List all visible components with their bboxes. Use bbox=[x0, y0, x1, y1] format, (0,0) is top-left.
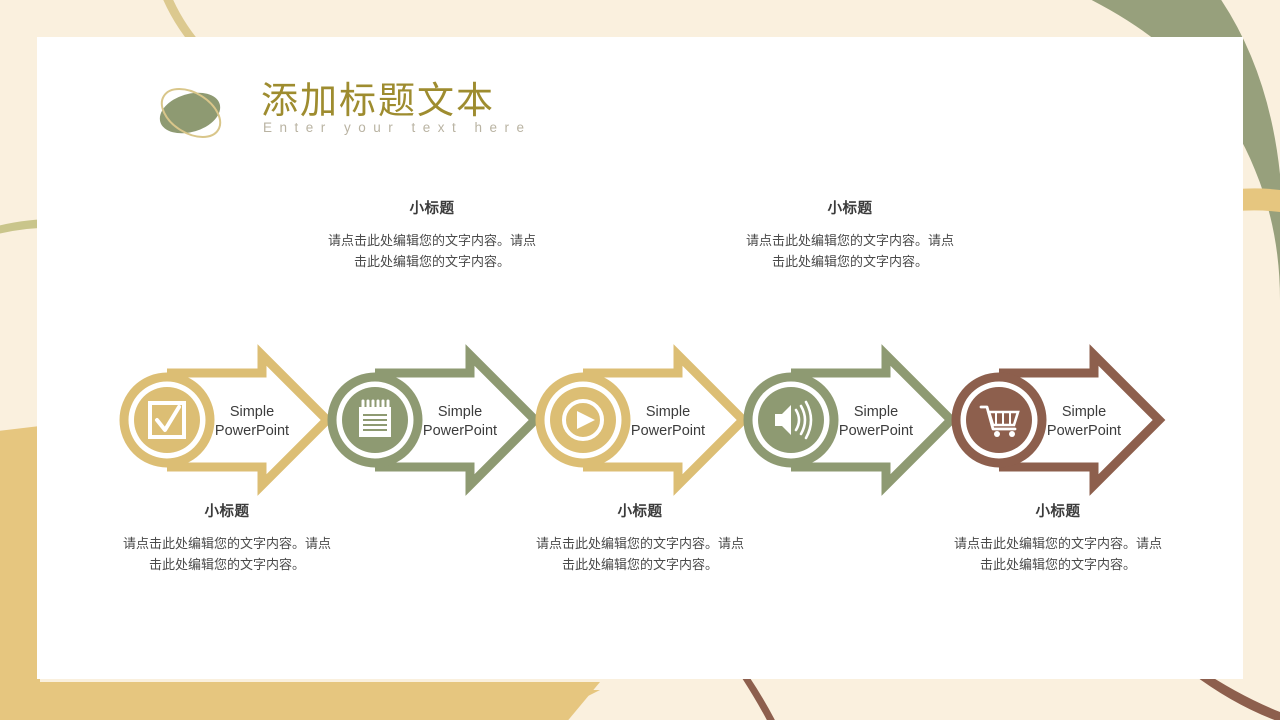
caption-body: 请点击此处编辑您的文字内容。请点击此处编辑您的文字内容。 bbox=[122, 536, 331, 573]
caption-bottom-1: 小标题 请点击此处编辑您的文字内容。请点击此处编辑您的文字内容。 bbox=[122, 500, 332, 575]
step-outer-ring bbox=[535, 372, 631, 468]
step-outer-ring bbox=[951, 372, 1047, 468]
step-label-line1: Simple bbox=[230, 404, 274, 420]
process-step-4[interactable]: Simple PowerPoint bbox=[743, 344, 958, 496]
speaker-icon bbox=[775, 400, 813, 440]
caption-top-1: 小标题 请点击此处编辑您的文字内容。请点击此处编辑您的文字内容。 bbox=[327, 197, 537, 272]
arrow-outline bbox=[375, 344, 542, 496]
checkbox-icon bbox=[148, 401, 186, 439]
slide-card: 添加标题文本 Enter your text here 小标题 请点击此处编辑您… bbox=[37, 37, 1243, 679]
step-label-line1: Simple bbox=[1062, 404, 1106, 420]
caption-body: 请点击此处编辑您的文字内容。请点击此处编辑您的文字内容。 bbox=[745, 233, 954, 270]
page-subtitle: Enter your text here bbox=[263, 120, 532, 135]
caption-bottom-2: 小标题 请点击此处编辑您的文字内容。请点击此处编辑您的文字内容。 bbox=[535, 500, 745, 575]
step-label-line2: PowerPoint bbox=[839, 423, 913, 439]
caption-heading: 小标题 bbox=[827, 201, 873, 217]
page-title: 添加标题文本 bbox=[261, 81, 495, 122]
badge-ring bbox=[160, 88, 222, 138]
arrow-outline bbox=[999, 344, 1166, 496]
badge-ellipse bbox=[159, 92, 221, 134]
step-label-line2: PowerPoint bbox=[423, 423, 497, 439]
step-outer-ring bbox=[743, 372, 839, 468]
shopping-cart-icon bbox=[979, 405, 1020, 437]
caption-heading: 小标题 bbox=[617, 504, 663, 520]
brown-curve-bottom-1 bbox=[742, 678, 775, 720]
play-icon bbox=[562, 399, 604, 441]
step-label-line1: Simple bbox=[646, 404, 690, 420]
ellipse-ring-decoration-icon bbox=[159, 88, 222, 138]
step-outer-ring bbox=[327, 372, 423, 468]
step-outer-ring bbox=[119, 372, 215, 468]
title-block: 添加标题文本 Enter your text here bbox=[150, 62, 670, 172]
step-disc bbox=[966, 387, 1032, 453]
step-label-line1: Simple bbox=[438, 404, 482, 420]
step-label-line1: Simple bbox=[854, 404, 898, 420]
caption-heading: 小标题 bbox=[409, 201, 455, 217]
process-step-5[interactable]: Simple PowerPoint bbox=[951, 344, 1166, 496]
step-label-line2: PowerPoint bbox=[1047, 423, 1121, 439]
process-flow: Simple PowerPoint bbox=[119, 344, 1166, 496]
process-step-2[interactable]: Simple PowerPoint bbox=[327, 344, 542, 496]
step-disc bbox=[134, 387, 200, 453]
gold-band-bottom-inner bbox=[40, 682, 600, 720]
caption-heading: 小标题 bbox=[204, 504, 250, 520]
caption-bottom-3: 小标题 请点击此处编辑您的文字内容。请点击此处编辑您的文字内容。 bbox=[953, 500, 1163, 575]
process-step-3[interactable]: Simple PowerPoint bbox=[535, 344, 750, 496]
cream-notch-top-right bbox=[1221, 0, 1280, 300]
process-step-1[interactable]: Simple PowerPoint bbox=[119, 344, 334, 496]
gold-band-left bbox=[0, 426, 40, 720]
arrow-outline bbox=[583, 344, 750, 496]
caption-top-2: 小标题 请点击此处编辑您的文字内容。请点击此处编辑您的文字内容。 bbox=[745, 197, 955, 272]
arrow-outline bbox=[791, 344, 958, 496]
caption-body: 请点击此处编辑您的文字内容。请点击此处编辑您的文字内容。 bbox=[953, 536, 1162, 573]
caption-body: 请点击此处编辑您的文字内容。请点击此处编辑您的文字内容。 bbox=[535, 536, 744, 573]
arrow-outline bbox=[167, 344, 334, 496]
notepad-icon bbox=[359, 399, 391, 437]
step-label-line2: PowerPoint bbox=[631, 423, 705, 439]
caption-heading: 小标题 bbox=[1035, 504, 1081, 520]
step-label-line2: PowerPoint bbox=[215, 423, 289, 439]
brown-curve-bottom-2 bbox=[1190, 668, 1280, 720]
caption-body: 请点击此处编辑您的文字内容。请点击此处编辑您的文字内容。 bbox=[327, 233, 536, 270]
